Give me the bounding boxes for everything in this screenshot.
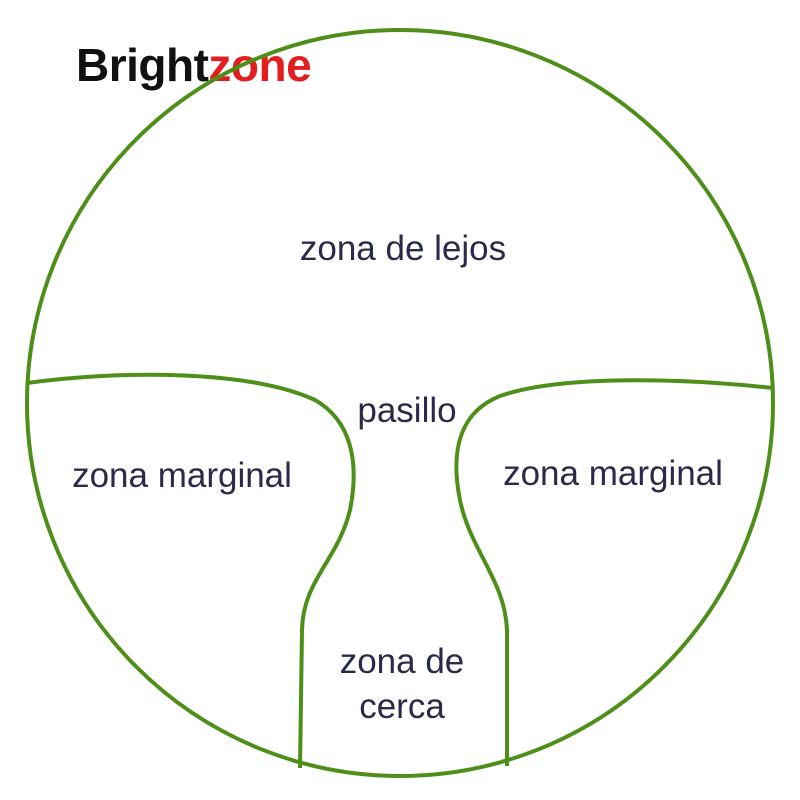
left-zone-boundary [26,372,356,769]
label-far-zone: zona de lejos [300,229,506,268]
label-near-zone-line1: zona de [340,642,465,681]
brightzone-logo: Brightzone [76,39,312,91]
logo-part-zone: zone [208,39,312,91]
label-marginal-zone-right: zona marginal [503,454,723,493]
logo-part-bright: Bright [76,39,209,91]
label-near-zone-line2: cerca [359,687,445,726]
label-corridor: pasillo [357,391,456,430]
label-marginal-zone-left: zona marginal [72,456,292,495]
lens-outline [25,28,775,778]
right-zone-boundary [454,378,774,766]
